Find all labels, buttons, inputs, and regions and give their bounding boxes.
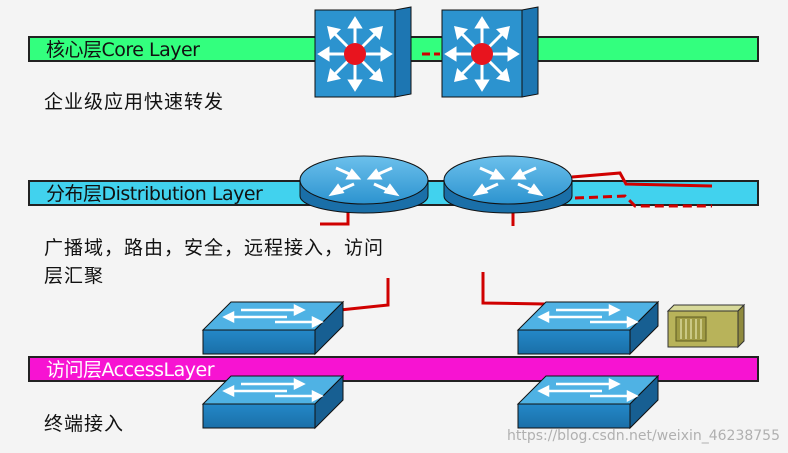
core-layer-label: 核心层Core Layer (46, 39, 200, 61)
links (320, 52, 713, 312)
wan-link (571, 171, 713, 188)
access-layer-label: 访问层AccessLayer (46, 359, 215, 381)
access-layer-band: 访问层AccessLayer (28, 356, 759, 382)
watermark: https://blog.csdn.net/weixin_46238755 (506, 428, 780, 444)
server-icon (666, 303, 746, 349)
access-layer-description: 终端接入 (44, 413, 125, 435)
access-switch-3 (201, 374, 345, 430)
access-switch-4 (516, 374, 660, 430)
access-switch-2 (516, 300, 660, 356)
distribution-layer-label: 分布层Distribution Layer (46, 183, 263, 205)
core-switch-2 (441, 6, 539, 98)
uplink-left (339, 278, 390, 312)
router-1 (299, 155, 429, 214)
core-switch-1 (314, 6, 412, 98)
access-switch-1 (201, 300, 345, 356)
distribution-layer-description-line2: 层汇聚 (44, 265, 105, 287)
router1-link (320, 212, 350, 226)
distribution-layer-description-line1: 广播域，路由，安全，远程接入，访问 (44, 237, 385, 259)
core-layer-description: 企业级应用快速转发 (44, 91, 225, 113)
uplink-right (481, 272, 546, 306)
wan-link-dashed (574, 194, 712, 208)
router-2 (443, 155, 573, 214)
